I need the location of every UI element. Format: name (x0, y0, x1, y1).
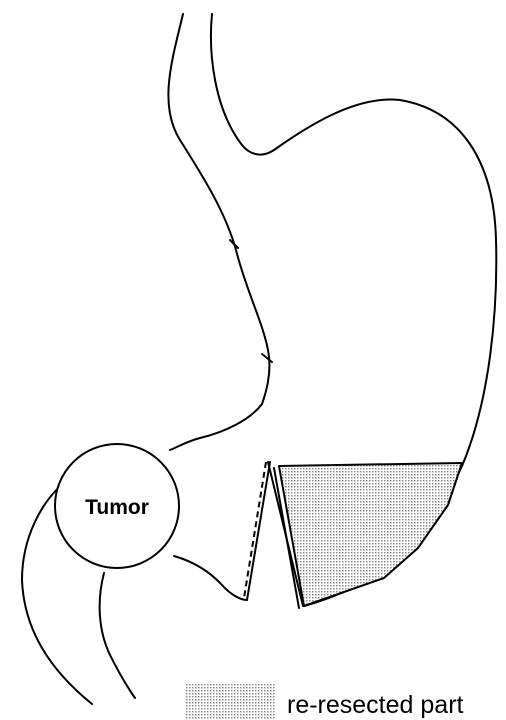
lower-border-line (174, 556, 247, 600)
dashed-resection-line (244, 462, 266, 598)
legend-swatch (185, 683, 275, 719)
legend-label: re-resected part (287, 691, 464, 719)
notch-left-edge (247, 462, 270, 600)
lesser-curvature-outline (168, 14, 269, 404)
staple-tick-2 (262, 354, 272, 362)
angle-fold-line (170, 404, 262, 450)
duodenum-inner-line (100, 573, 135, 698)
re-resected-region (279, 463, 462, 606)
tumor-label: Tumor (85, 496, 149, 519)
